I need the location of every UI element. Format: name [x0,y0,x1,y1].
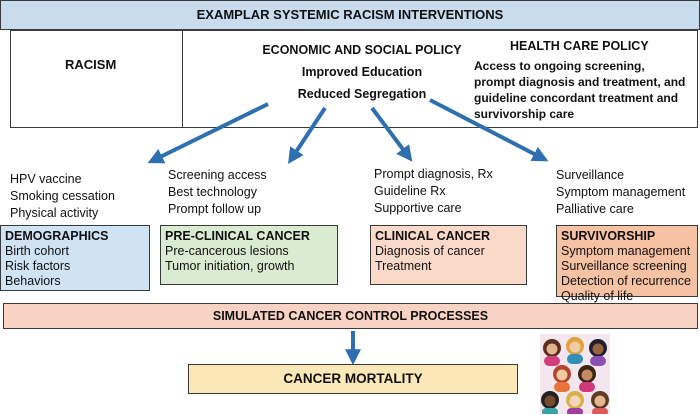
woman-figure [566,391,584,414]
intervention-list-preclinical: Screening access Best technology Prompt … [168,167,267,218]
stage-item: Birth cohort [5,244,69,258]
health-care-line: prompt diagnosis and treatment, and [474,75,686,89]
intervention-item: Prompt diagnosis, Rx [374,167,493,181]
intervention-item: Symptom management [556,185,686,199]
stage-item: Detection of recurrence [561,274,691,288]
intervention-item: Prompt follow up [168,202,262,216]
diagram-title: EXAMPLAR SYSTEMIC RACISM INTERVENTIONS [0,0,700,30]
woman-figure [541,391,559,414]
intervention-list-clinical: Prompt diagnosis, Rx Guideline Rx Suppor… [374,166,493,217]
stage-clinical-cancer: CLINICAL CANCER Diagnosis of cancer Trea… [370,225,527,285]
arrow-to-demographics [147,102,269,164]
economic-social-title: ECONOMIC AND SOCIAL POLICY [262,43,462,57]
stage-preclinical-cancer: PRE-CLINICAL CANCER Pre-cancerous lesion… [160,225,338,285]
woman-figure [543,339,561,366]
health-care-policy: Access to ongoing screening, prompt diag… [474,58,698,122]
woman-figure [578,365,596,392]
intervention-item: HPV vaccine [10,172,82,186]
stage-title: SURVIVORSHIP [561,229,656,243]
policy-box [10,30,698,128]
stage-survivorship: SURVIVORSHIP Symptom management Surveill… [556,225,698,303]
stage-item: Pre-cancerous lesions [165,244,289,258]
health-care-title: HEALTH CARE POLICY [510,39,649,53]
intervention-item: Supportive care [374,201,462,215]
intervention-item: Palliative care [556,202,634,216]
woman-figure [566,337,584,364]
intervention-list-survivorship: Surveillance Symptom management Palliati… [556,167,685,218]
stage-title: CLINICAL CANCER [375,229,491,243]
diverse-women-illustration [540,334,610,414]
stage-title: PRE-CLINICAL CANCER [165,229,310,243]
intervention-item: Smoking cessation [10,189,115,203]
woman-figure [553,365,571,392]
stage-title: DEMOGRAPHICS [5,229,109,243]
arrow-to-preclinical [288,106,327,165]
health-care-line: Access to ongoing screening, [474,59,645,73]
cancer-mortality-box: CANCER MORTALITY [188,364,518,394]
intervention-item: Guideline Rx [374,184,446,198]
intervention-item: Physical activity [10,206,99,220]
simulated-processes-bar: SIMULATED CANCER CONTROL PROCESSES [3,303,698,329]
stage-item: Tumor initiation, growth [165,259,295,273]
intervention-item: Screening access [168,168,267,182]
intervention-item: Surveillance [556,168,625,182]
stage-item: Symptom management [561,244,691,258]
economic-social-item: Improved Education [301,65,423,79]
arrow-to-clinical [370,106,413,162]
health-care-line: guideline concordant treatment and [474,91,679,105]
intervention-list-demographics: HPV vaccine Smoking cessation Physical a… [10,171,115,222]
racism-label: RACISM [65,57,117,72]
stage-item: Quality of life [561,289,634,303]
arrow-to-survivorship [429,98,549,162]
stage-demographics: DEMOGRAPHICS Birth cohort Risk factors B… [0,225,150,291]
stage-item: Behaviors [5,274,61,288]
policy-divider [182,30,183,128]
woman-figure [589,339,607,366]
health-care-line: survivorship care [474,107,575,121]
intervention-item: Best technology [168,185,257,199]
economic-social-policy: ECONOMIC AND SOCIAL POLICY Improved Educ… [262,39,462,105]
stage-item: Treatment [375,259,432,273]
stage-item: Surveillance screening [561,259,687,273]
woman-figure [591,391,609,414]
stage-item: Risk factors [5,259,71,273]
stage-item: Diagnosis of cancer [375,244,485,258]
economic-social-item: Reduced Segregation [297,87,427,101]
